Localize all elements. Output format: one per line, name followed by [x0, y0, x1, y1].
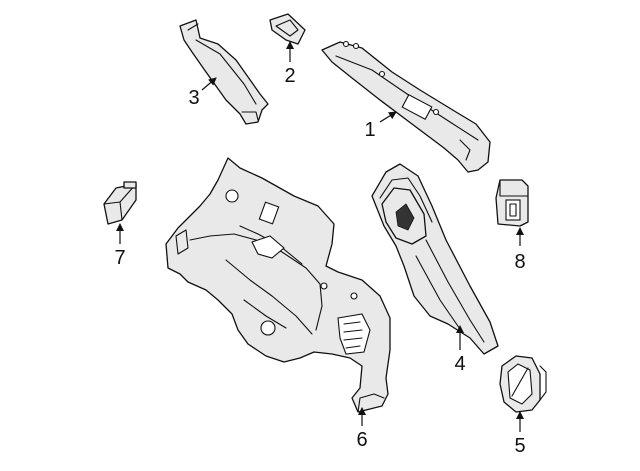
callout-7: 7	[114, 247, 125, 269]
part-7-block	[103, 181, 137, 225]
callout-1: 1	[364, 119, 375, 141]
part-1-upper-trim	[321, 40, 491, 173]
part-8-clip	[495, 179, 529, 227]
part-4-side-trim	[371, 163, 499, 355]
callout-8: 8	[514, 251, 525, 273]
part-6-quarter-trim-panel	[165, 157, 391, 413]
callout-3: 3	[188, 87, 199, 109]
part-2-clip	[269, 13, 306, 45]
callout-2: 2	[284, 65, 295, 87]
leader-1	[379, 111, 397, 123]
callout-5: 5	[514, 435, 525, 457]
part-3-bracket	[179, 19, 269, 125]
callout-4: 4	[454, 353, 465, 375]
part-5-vent	[499, 355, 547, 413]
callout-6: 6	[356, 429, 367, 451]
leader-3	[201, 77, 217, 91]
